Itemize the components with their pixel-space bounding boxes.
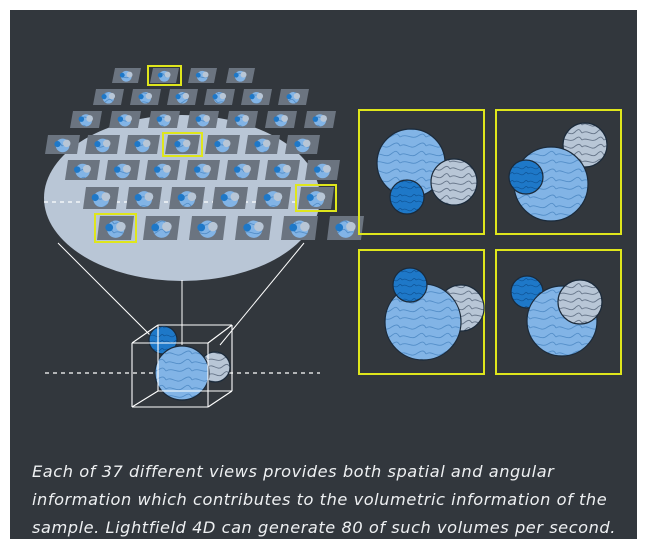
volume-box	[495, 109, 622, 235]
projection-line	[57, 242, 161, 346]
view-tile	[130, 89, 161, 105]
volume-sphere-gray	[557, 279, 603, 325]
volume-box	[358, 249, 485, 375]
view-tile	[125, 135, 160, 154]
view-tile	[147, 65, 182, 86]
view-tile	[265, 111, 297, 128]
view-tile	[112, 68, 141, 83]
volume-box-frame	[495, 109, 622, 235]
volume-sphere-light	[384, 283, 462, 361]
volume-box-frame	[495, 249, 622, 375]
view-tile	[145, 160, 180, 180]
view-tile	[285, 135, 320, 154]
view-tile	[85, 135, 120, 154]
view-tile	[235, 216, 272, 240]
view-tile	[225, 160, 260, 180]
view-tile	[65, 160, 100, 180]
view-tile	[305, 160, 340, 180]
highlighted-view-frame	[162, 132, 203, 157]
view-tile	[83, 187, 119, 209]
view-tile	[109, 111, 141, 128]
view-tile	[126, 187, 162, 209]
view-tile	[148, 111, 180, 128]
volume-box-frame	[358, 109, 485, 235]
view-tile	[169, 187, 205, 209]
view-tile	[265, 160, 300, 180]
volume-sphere-light	[154, 345, 210, 401]
view-tile	[226, 68, 255, 83]
volume-sphere-dark	[392, 267, 428, 303]
view-tile	[204, 89, 235, 105]
view-tile	[304, 111, 336, 128]
cube-outline	[131, 324, 233, 408]
view-tile	[105, 160, 140, 180]
volume-box	[358, 109, 485, 235]
view-tile	[45, 135, 80, 154]
view-tile	[205, 135, 240, 154]
volume-sphere-gray	[430, 158, 478, 206]
figure-caption: Each of 37 different views provides both…	[32, 462, 616, 537]
view-tile	[93, 89, 124, 105]
view-tile	[167, 89, 198, 105]
sample-volume-cube	[45, 324, 320, 408]
view-tile	[245, 135, 280, 154]
view-tile	[143, 216, 180, 240]
view-tile	[281, 216, 318, 240]
volume-sphere-dark	[508, 159, 544, 195]
view-tile	[226, 111, 258, 128]
projection-lines-group	[57, 242, 305, 346]
reconstructed-volumes	[358, 109, 622, 375]
view-tile	[212, 187, 248, 209]
view-tile	[189, 216, 226, 240]
view-tile	[327, 216, 364, 240]
view-tile	[187, 111, 219, 128]
lightfield-diagram	[44, 65, 622, 408]
volume-sphere-dark	[389, 179, 425, 215]
highlighted-view-frame	[295, 184, 337, 212]
view-tile	[295, 184, 337, 212]
projection-line	[219, 242, 305, 346]
figure-panel: Each of 37 different views provides both…	[10, 10, 637, 539]
volume-box	[495, 249, 622, 375]
view-tile	[241, 89, 272, 105]
view-tile	[255, 187, 291, 209]
view-tile	[185, 160, 220, 180]
highlighted-view-frame	[147, 65, 182, 86]
view-tile	[70, 111, 102, 128]
highlighted-view-frame	[94, 213, 137, 243]
view-tile	[94, 213, 137, 243]
view-tile	[188, 68, 217, 83]
view-grid	[45, 65, 364, 243]
view-tile	[162, 132, 203, 157]
view-tile	[278, 89, 309, 105]
